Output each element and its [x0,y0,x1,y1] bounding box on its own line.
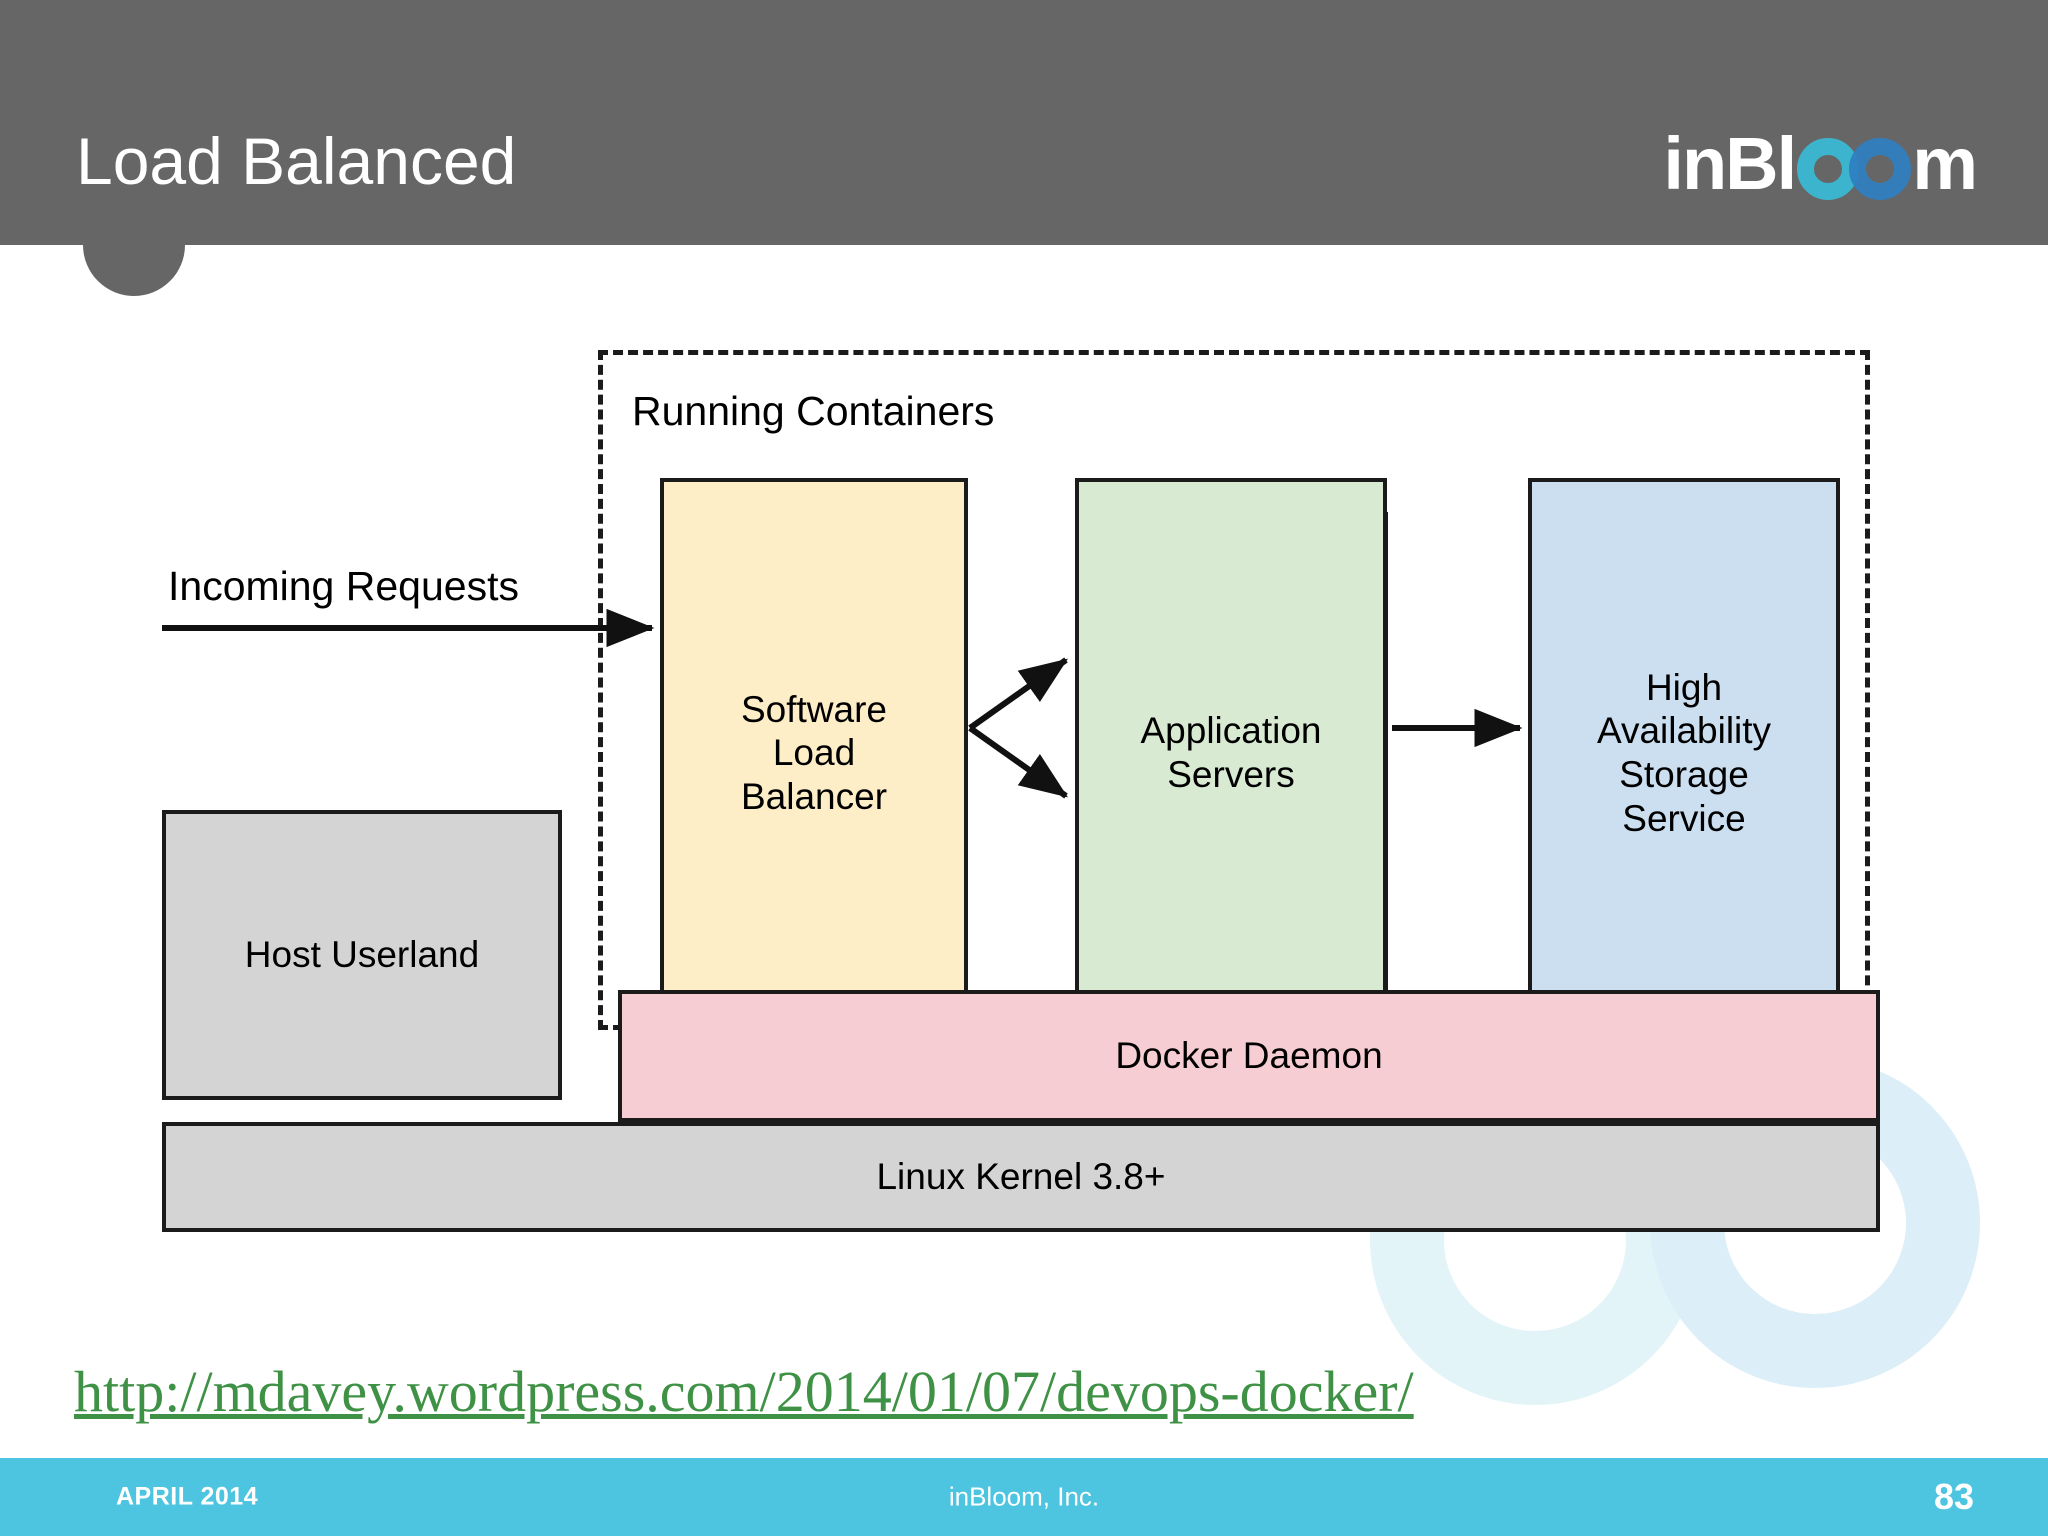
slb-line-1: Software [740,688,887,730]
ha-line-1: High [1645,666,1723,708]
slb-line-3: Balancer [740,775,888,817]
host-userland-label: Host Userland [244,934,480,976]
footer-page-number: 83 [1933,1476,1974,1517]
ha-storage-service-box: High Availability Storage Service [1528,478,1840,1028]
incoming-requests-label: Incoming Requests [168,563,519,609]
ha-storage-service-label: High Availability Storage Service [1597,666,1771,841]
linux-kernel-label: Linux Kernel 3.8+ [876,1156,1166,1198]
host-userland-box: Host Userland [162,810,562,1100]
slide-footer: APRIL 2014 inBloom, Inc. 83 [0,1458,2048,1536]
docker-daemon-label: Docker Daemon [1115,1035,1383,1077]
slide-header: Load Balanced inBl m [0,0,2048,245]
source-url-link[interactable]: http://mdavey.wordpress.com/2014/01/07/d… [74,1359,1414,1424]
ha-line-2: Availability [1596,710,1772,752]
logo-ring-blue-icon [1849,138,1912,200]
logo-text-right: m [1912,122,1978,205]
header-bulge-decoration [83,245,185,296]
software-load-balancer-label: Software Load Balancer [741,688,887,819]
logo-rings-icon [1797,138,1912,200]
ha-line-4: Service [1622,797,1746,839]
software-load-balancer-box: Software Load Balancer [660,478,968,1028]
running-containers-label: Running Containers [632,388,995,434]
inbloom-logo: inBl m [1663,122,1978,205]
linux-kernel-box: Linux Kernel 3.8+ [162,1122,1880,1232]
architecture-diagram: Running Containers Incoming Requests Sof… [0,310,2048,1250]
app-line-2: Servers [1167,754,1295,795]
logo-text-left: inBl [1663,122,1797,205]
footer-date: APRIL 2014 [116,1482,259,1511]
ha-line-3: Storage [1619,754,1749,795]
application-servers-label: Application Servers [1140,709,1321,796]
page-title: Load Balanced [76,124,517,198]
app-line-1: Application [1140,710,1322,752]
docker-daemon-box: Docker Daemon [618,990,1880,1122]
slb-line-2: Load [772,732,856,774]
footer-company: inBloom, Inc. [948,1481,1100,1512]
application-servers-box: Application Servers [1075,478,1387,1028]
